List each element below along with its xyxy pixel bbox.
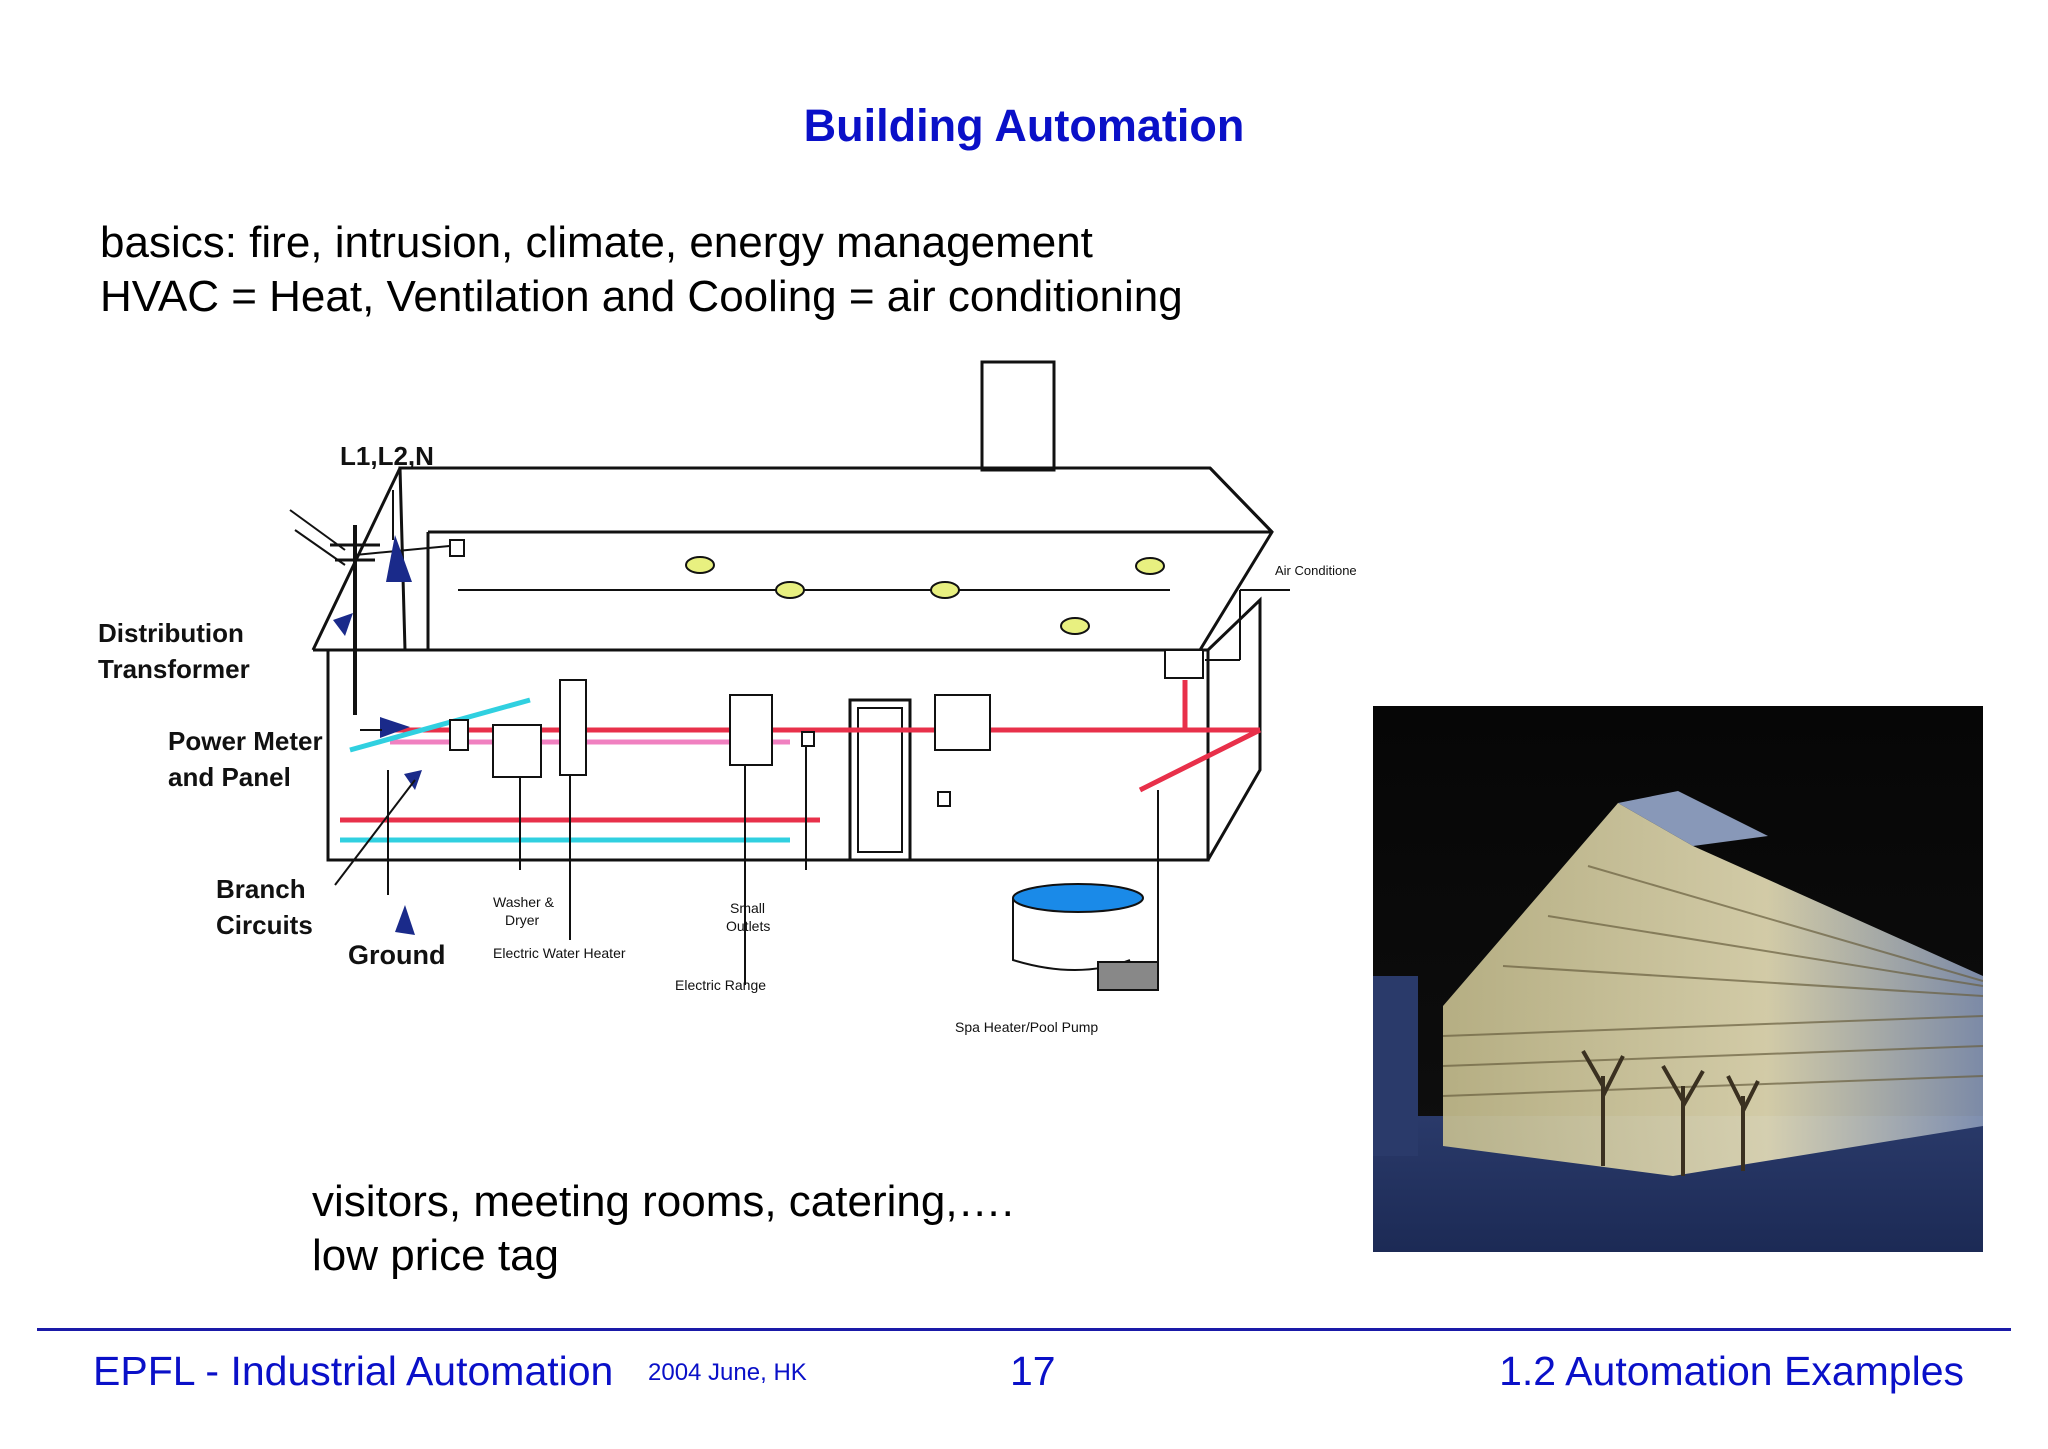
footer-section: 1.2 Automation Examples: [1499, 1348, 1964, 1394]
label-and-panel: and Panel: [168, 762, 291, 792]
power-meter: [449, 719, 469, 751]
footer-divider: [37, 1328, 2011, 1331]
label-dryer: Dryer: [505, 912, 540, 928]
footer-page-number: 17: [1010, 1348, 1056, 1394]
label-small: Small: [730, 900, 765, 916]
house-wiring-diagram: L1,L2,N Distribution Transformer Power M…: [98, 360, 1357, 1035]
label-branch: Branch: [216, 874, 306, 904]
label-distribution: Distribution: [98, 618, 244, 648]
washer-dryer: [492, 724, 542, 778]
roof: [398, 466, 1274, 652]
electric-range: [729, 694, 773, 766]
label-ground: Ground: [348, 940, 445, 970]
label-electric-range: Electric Range: [675, 977, 766, 993]
label-washer: Washer &: [493, 894, 555, 910]
office-building-photo: [1373, 706, 1983, 1252]
small-outlet: [801, 731, 815, 747]
label-water-heater: Electric Water Heater: [493, 945, 626, 961]
building-facade: [1443, 803, 1983, 1176]
slide-title: Building Automation: [803, 100, 1245, 151]
label-air-conditioner: Air Conditione: [1275, 563, 1357, 578]
label-power-meter: Power Meter: [168, 726, 323, 756]
water-heater: [559, 679, 587, 776]
ceiling-light: [775, 581, 805, 599]
note-price: low price tag: [312, 1231, 560, 1280]
footer-course: EPFL - Industrial Automation: [93, 1348, 614, 1394]
pool-icon: [1012, 883, 1144, 913]
chimney: [980, 360, 1056, 472]
label-spa-pump: Spa Heater/Pool Pump: [955, 1019, 1098, 1035]
footer-date: 2004 June, HK: [648, 1359, 807, 1386]
label-transformer: Transformer: [98, 654, 250, 684]
hvac-unit: [934, 694, 991, 751]
bullet-hvac: HVAC = Heat, Ventilation and Cooling = a…: [100, 272, 1183, 321]
label-outlets: Outlets: [726, 918, 770, 934]
thermostat: [1164, 649, 1204, 679]
note-visitors: visitors, meeting rooms, catering,….: [312, 1177, 1014, 1226]
label-circuits: Circuits: [216, 910, 313, 940]
bullet-basics: basics: fire, intrusion, climate, energy…: [100, 218, 1093, 267]
label-supply: L1,L2,N: [340, 441, 434, 471]
door: [848, 698, 912, 862]
arrow-supply-icon: [386, 535, 412, 582]
pool-pump: [1097, 961, 1159, 991]
